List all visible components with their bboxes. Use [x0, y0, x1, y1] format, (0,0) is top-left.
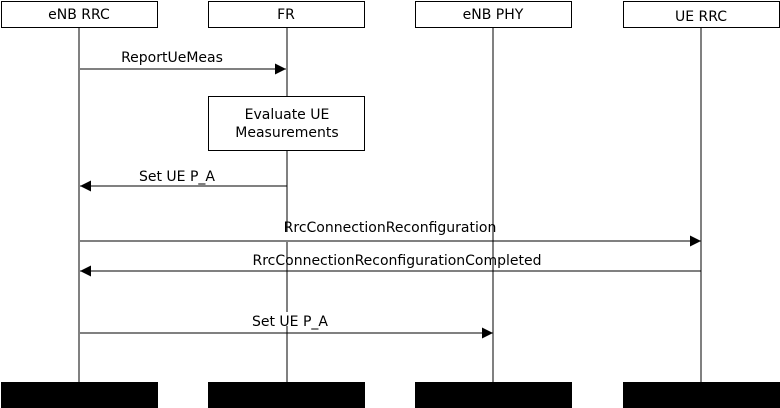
note-line-1: Evaluate UE — [245, 107, 330, 123]
participant-footer-enb-rrc — [1, 382, 158, 408]
participant-enb-phy: eNB PHY — [415, 1, 572, 28]
participant-fr: FR — [208, 1, 365, 28]
participant-label: UE RRC — [675, 9, 727, 25]
participant-enb-rrc: eNB RRC — [1, 1, 158, 28]
participant-footer-fr — [208, 382, 365, 408]
message-rrc-connection-reconfiguration-completed: RrcConnectionReconfigurationCompleted — [80, 253, 701, 277]
message-label: ReportUeMeas — [121, 50, 223, 66]
participant-label: eNB RRC — [48, 7, 110, 23]
message-label: RrcConnectionReconfiguration — [284, 220, 497, 236]
participant-label: eNB PHY — [463, 7, 524, 23]
message-report-ue-meas: ReportUeMeas — [80, 50, 286, 75]
note-evaluate-ue-measurements: Evaluate UE Measurements — [208, 96, 365, 151]
participant-footer-enb-phy — [415, 382, 572, 408]
message-rrc-connection-reconfiguration: RrcConnectionReconfiguration — [80, 220, 701, 247]
message-label: Set UE P_A — [252, 314, 328, 330]
message-label: Set UE P_A — [139, 169, 215, 185]
note-line-2: Measurements — [235, 125, 338, 141]
participant-label: FR — [277, 7, 295, 23]
message-label: RrcConnectionReconfigurationCompleted — [252, 253, 541, 269]
participant-footer-ue-rrc — [623, 382, 780, 408]
message-set-ue-pa-to-phy: Set UE P_A — [80, 312, 493, 339]
participant-ue-rrc: UE RRC — [623, 1, 780, 28]
message-set-ue-pa-to-rrc: Set UE P_A — [80, 169, 287, 192]
